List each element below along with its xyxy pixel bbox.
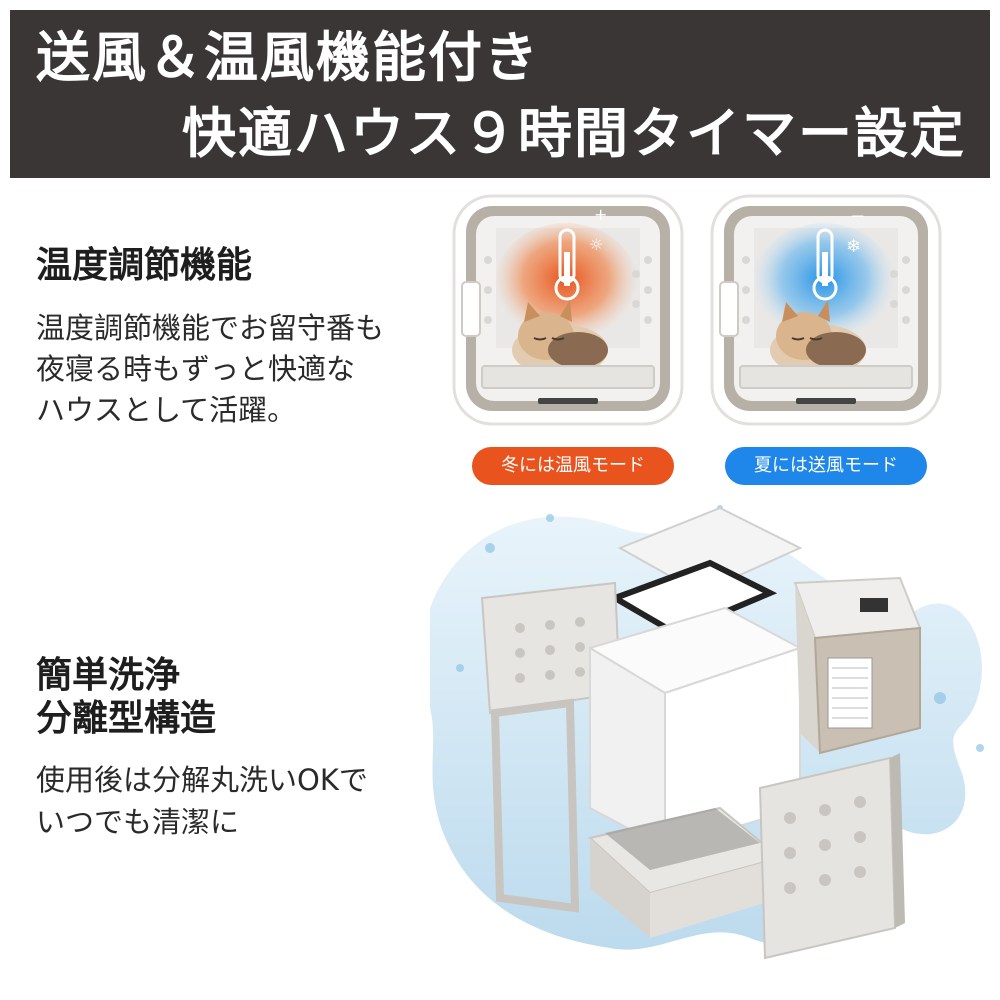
display-panel — [860, 598, 888, 612]
svg-text:☼: ☼ — [589, 235, 603, 254]
bottom-tray — [587, 806, 783, 938]
front-door-panel — [758, 753, 905, 960]
temperature-text-line-3: ハウスとして活躍。 — [36, 393, 297, 427]
banner-title-line-1: 送風＆温風機能付き — [36, 26, 540, 89]
thermometer-sun-icon: + ☼ — [554, 205, 607, 301]
door-frame — [490, 698, 580, 913]
temperature-text-line-2: 夜寝る時もずっと快適な — [36, 352, 356, 386]
cool-mode-house-image: − ❄ — [710, 194, 942, 426]
cool-mode-label: 夏には送風モード — [725, 447, 927, 485]
side-door-panel — [480, 581, 622, 715]
heater-unit — [793, 576, 922, 755]
temperature-heading: 温度調節機能 — [36, 245, 253, 286]
svg-text:−: − — [850, 206, 865, 227]
kitten — [512, 300, 608, 376]
exploded-parts-image — [430, 505, 984, 960]
banner-title-line-2: 快適ハウス９時間タイマー設定 — [182, 102, 966, 165]
cleaning-text-line-1: 使用後は分解丸洗いOKで — [36, 763, 368, 797]
svg-text:❄: ❄ — [846, 236, 861, 257]
warm-mode-label: 冬には温風モード — [472, 447, 674, 485]
cleaning-heading-line-2: 分離型構造 — [36, 698, 217, 739]
cleaning-heading-line-1: 簡単洗浄 — [36, 655, 181, 696]
temperature-text-line-1: 温度調節機能でお留守番も — [36, 311, 385, 345]
cleaning-text-line-2: いつでも清潔に — [36, 805, 240, 839]
thermometer-snowflake-icon: − ❄ — [812, 206, 865, 301]
kitten — [770, 300, 866, 376]
filter-frame — [607, 559, 778, 637]
svg-text:+: + — [594, 205, 607, 224]
title-banner: 送風＆温風機能付き 快適ハウス９時間タイマー設定 — [10, 10, 990, 178]
warm-mode-house-image: + ☼ — [452, 194, 684, 426]
